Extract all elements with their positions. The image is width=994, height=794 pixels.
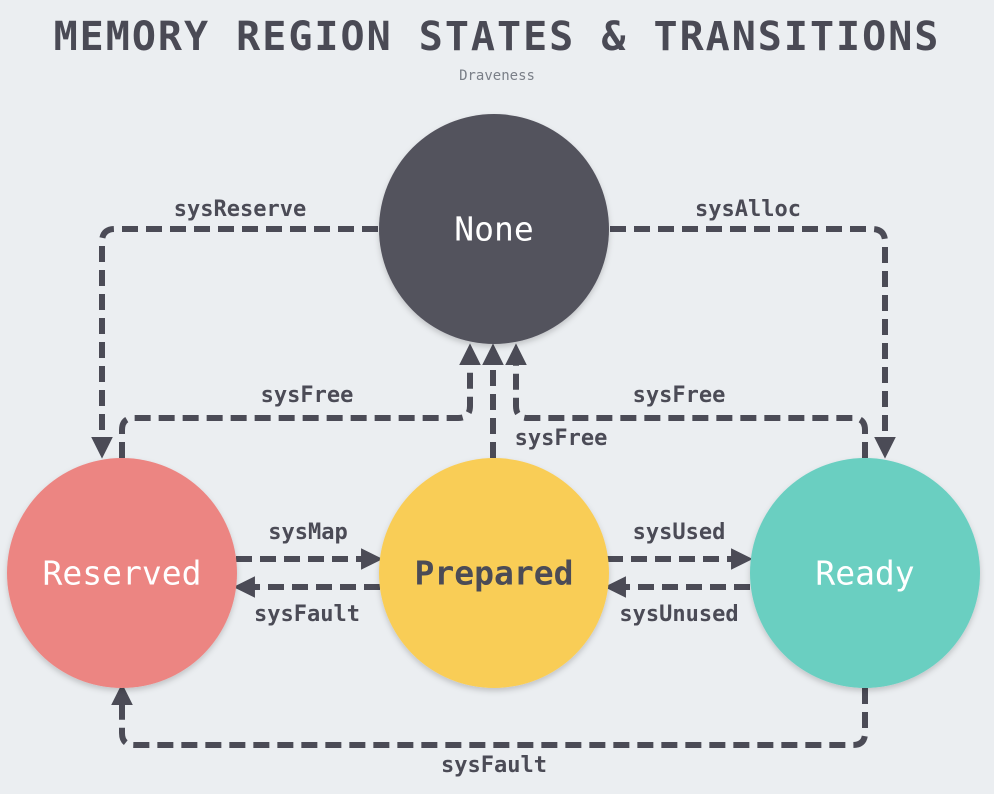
label-sysfree-ready: sysFree <box>633 383 726 408</box>
label-sysalloc: sysAlloc <box>695 197 801 222</box>
state-none-label: None <box>454 210 533 249</box>
edge-sysalloc <box>610 226 896 459</box>
label-sysfree-prepared: sysFree <box>515 426 608 451</box>
label-sysfault-prepared: sysFault <box>254 602 360 627</box>
label-sysmap: sysMap <box>268 520 347 545</box>
edge-sysreserve <box>91 226 378 459</box>
state-none: None <box>379 114 609 344</box>
label-sysunused: sysUnused <box>619 602 738 627</box>
state-reserved-label: Reserved <box>43 554 202 593</box>
diagram-subtitle: Draveness <box>459 68 535 84</box>
edge-sysfree-reserved <box>119 343 481 458</box>
edge-sysfree-ready <box>505 343 868 458</box>
state-ready: Ready <box>750 458 980 688</box>
label-sysused: sysUsed <box>633 520 726 545</box>
diagram-title: MEMORY REGION STATES & TRANSITIONS <box>53 14 941 60</box>
state-prepared: Prepared <box>379 458 609 688</box>
state-reserved: Reserved <box>7 458 237 688</box>
label-sysfault-ready: sysFault <box>441 753 547 778</box>
label-sysreserve: sysReserve <box>174 197 306 222</box>
state-ready-label: Ready <box>815 554 914 593</box>
state-prepared-label: Prepared <box>415 554 574 593</box>
label-sysfree-reserved: sysFree <box>261 383 354 408</box>
edge-sysfault-ready <box>111 683 868 748</box>
